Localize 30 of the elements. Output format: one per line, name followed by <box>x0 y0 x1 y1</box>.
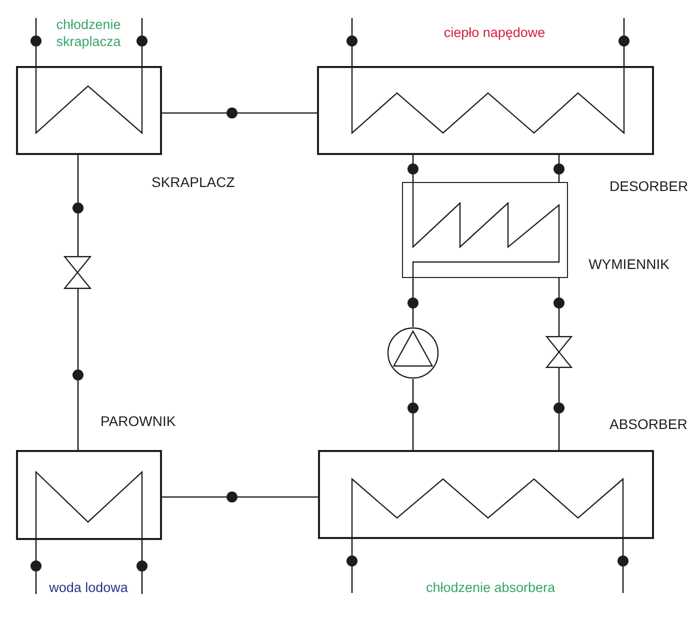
pipe-line <box>35 540 37 594</box>
pipe-line <box>558 368 560 450</box>
stream-label: chłodzenie skraplacza <box>55 16 122 50</box>
pipe-line <box>162 496 318 498</box>
valve-symbol <box>64 256 91 289</box>
equipment-label: SKRAPLACZ <box>152 174 235 190</box>
valve-symbol <box>546 336 572 368</box>
pipe-line <box>141 18 143 66</box>
pipe-line <box>141 540 143 594</box>
pump-symbol <box>387 327 439 379</box>
pipe-line <box>622 539 624 593</box>
pipe-line <box>623 18 625 66</box>
pipe-line <box>412 379 414 450</box>
pipe-line <box>77 289 79 450</box>
pipe-line <box>35 18 37 66</box>
stream-label: ciepło napędowe <box>442 24 546 40</box>
pipe-line <box>558 278 560 336</box>
pipe-line <box>412 278 414 327</box>
stream-label: chłodzenie absorbera <box>424 578 556 596</box>
equipment-label: DESORBER <box>610 178 688 194</box>
equipment-label: PAROWNIK <box>100 412 176 428</box>
pipe-line <box>412 155 414 182</box>
equipment-label: ABSORBER <box>610 416 688 432</box>
pipe-line <box>351 18 353 66</box>
equipment-label: WYMIENNIK <box>588 256 670 272</box>
pipe-line <box>351 539 353 593</box>
stream-label: woda lodowa <box>48 578 129 596</box>
pipe-line <box>162 112 317 114</box>
pipe-line <box>558 155 560 182</box>
pipe-line <box>77 155 79 256</box>
